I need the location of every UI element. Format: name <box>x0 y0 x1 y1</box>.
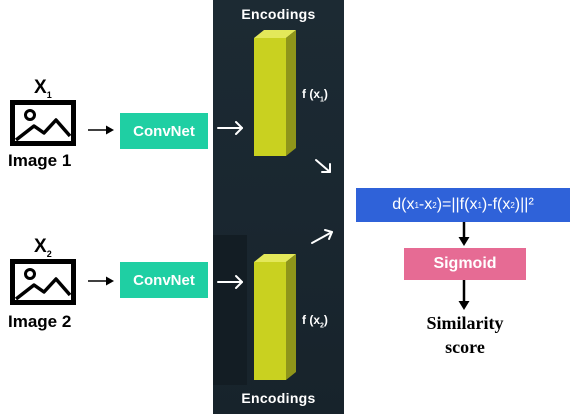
image-2-label: Image 2 <box>8 312 72 331</box>
image-icon <box>10 259 76 305</box>
arrow-right-icon <box>88 276 114 286</box>
encoding-bar-2 <box>254 254 296 380</box>
arrow-down-icon <box>458 280 470 310</box>
arrow-down-right-icon <box>321 163 331 173</box>
encoding-f-x2-label: f (x2) <box>302 313 328 330</box>
similarity-label-line-1: Similarity <box>426 313 504 333</box>
convnet-box-1: ConvNet <box>120 113 208 149</box>
panel-shade <box>213 235 247 385</box>
arrow-up-right-icon <box>324 229 333 240</box>
sigmoid-box: Sigmoid <box>404 248 526 280</box>
encodings-title-top: Encodings <box>241 6 316 22</box>
arrow-down-icon <box>458 222 470 246</box>
similarity-score-label: Similarity score <box>404 311 526 359</box>
arrow-up-right-icon <box>311 231 333 244</box>
input-2-variable: X2 <box>34 236 52 259</box>
encodings-title-bottom: Encodings <box>241 390 316 406</box>
encoding-bar-1 <box>254 30 296 156</box>
encoding-f-x1-label: f (x1) <box>302 87 328 104</box>
image-icon <box>10 100 76 146</box>
input-1-variable: X1 <box>34 77 52 100</box>
arrow-down-right-icon <box>315 159 331 173</box>
convnet-box-2: ConvNet <box>120 262 208 298</box>
arrow-right-icon <box>88 125 114 135</box>
arrow-right-icon <box>235 275 243 289</box>
arrow-right-icon <box>235 121 243 135</box>
similarity-label-line-2: score <box>445 337 485 357</box>
image-1-label: Image 1 <box>8 151 72 170</box>
